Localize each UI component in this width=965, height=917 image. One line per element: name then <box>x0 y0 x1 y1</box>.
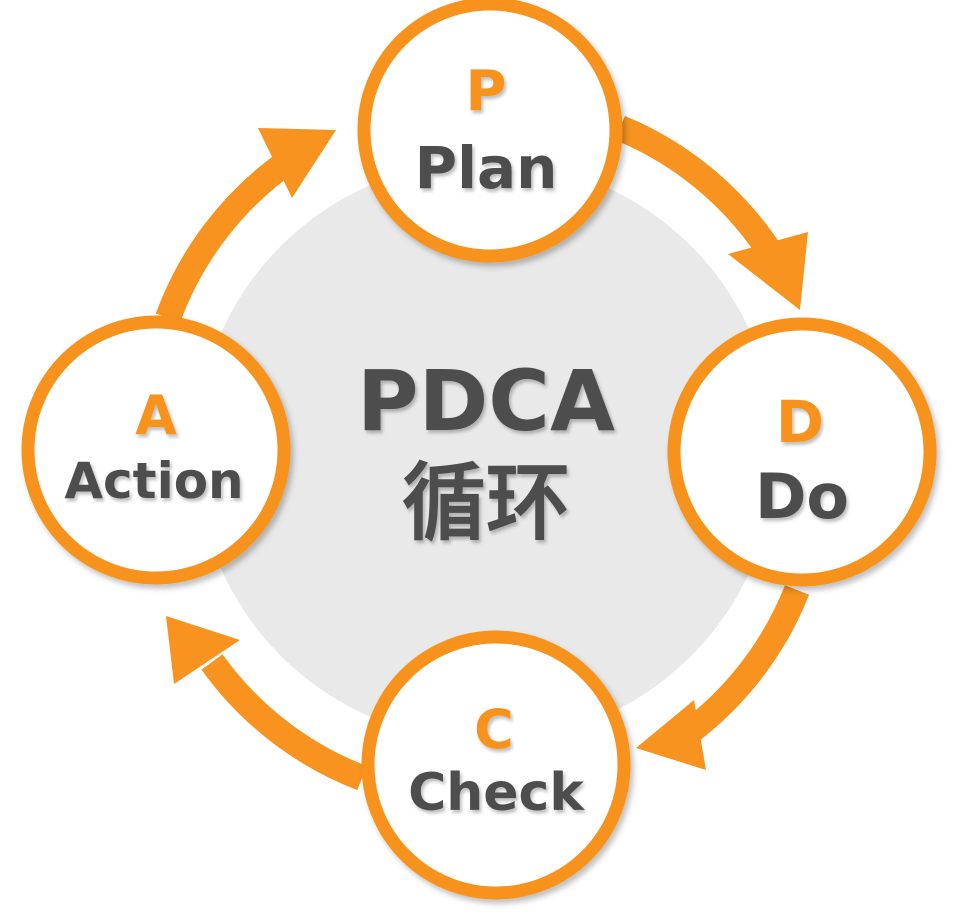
center-title: PDCA <box>357 352 615 450</box>
stage-action: A Action <box>21 315 291 585</box>
stage-check-word: Check <box>408 763 585 823</box>
stage-action-word: Action <box>64 452 243 510</box>
arrowhead-check-to-action <box>166 616 240 684</box>
stage-action-circle <box>21 315 291 585</box>
stage-do: D Do <box>667 317 937 587</box>
center-subtitle: 循环 <box>402 454 570 552</box>
stage-action-letter: A <box>135 384 177 447</box>
stage-check-circle <box>361 630 631 900</box>
arrow-action-to-plan <box>155 149 298 323</box>
stage-check: C Check <box>361 630 631 900</box>
stage-plan-circle <box>357 0 623 263</box>
center-label: PDCA 循环 <box>357 352 615 552</box>
stage-check-letter: C <box>474 698 514 761</box>
stage-do-circle <box>667 317 937 587</box>
center-hub <box>196 161 776 741</box>
stage-plan: P Plan <box>357 0 623 263</box>
stage-plan-letter: P <box>465 59 506 124</box>
arrow-do-to-check <box>676 585 810 747</box>
arrow-check-to-action <box>201 654 367 791</box>
stage-plan-word: Plan <box>415 134 558 202</box>
stage-do-word: Do <box>755 460 849 533</box>
arrowhead-action-to-plan <box>258 128 336 198</box>
cycle-arrows <box>155 115 810 791</box>
arrowhead-plan-to-do <box>728 232 808 310</box>
stage-do-letter: D <box>776 388 824 456</box>
arrow-plan-to-do <box>614 115 783 263</box>
arrowhead-do-to-check <box>636 700 706 770</box>
